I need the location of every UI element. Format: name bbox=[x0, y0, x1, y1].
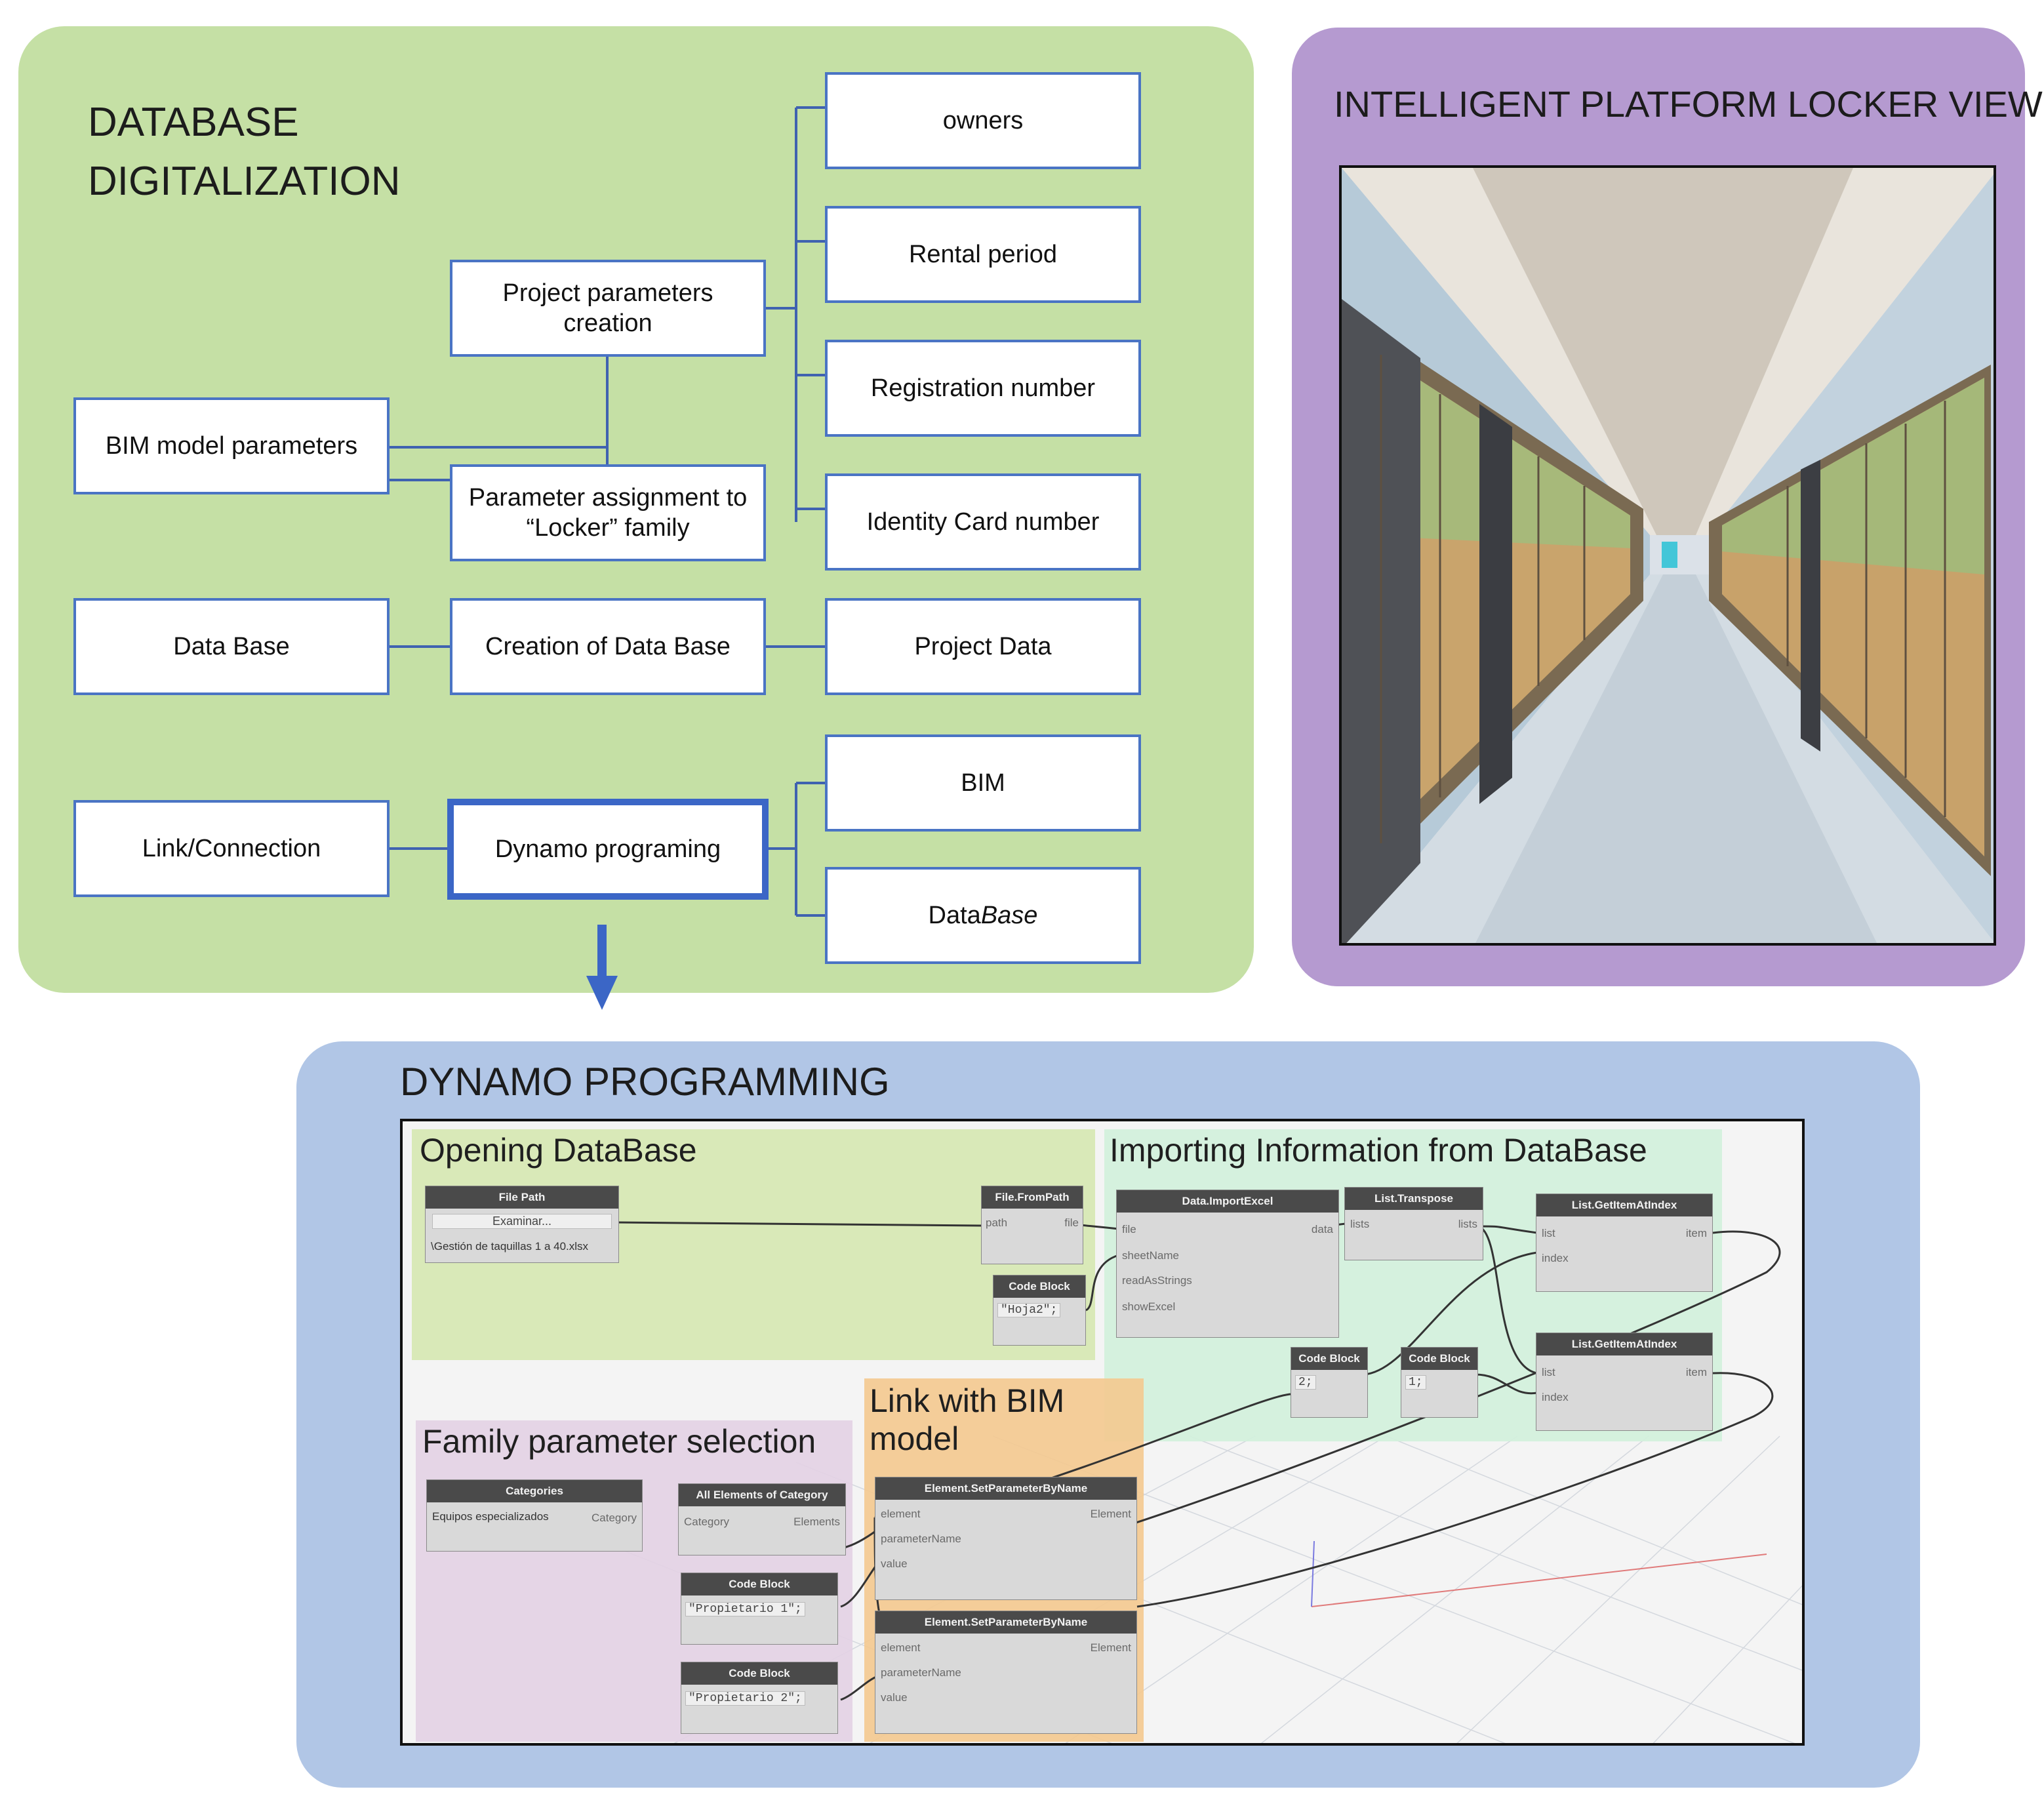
node-import-excel[interactable]: Data.ImportExcel file sheetName readAsSt… bbox=[1116, 1190, 1339, 1338]
project-data-box: Project Data bbox=[825, 598, 1141, 695]
port-data[interactable]: data bbox=[1311, 1223, 1333, 1235]
node-file-from-path-title: File.FromPath bbox=[982, 1186, 1083, 1209]
rental-period-box: Rental period bbox=[825, 206, 1141, 303]
owners-box: owners bbox=[825, 72, 1141, 169]
node-set-param-2[interactable]: Element.SetParameterByName element param… bbox=[875, 1611, 1137, 1734]
port-item-2[interactable]: item bbox=[1685, 1366, 1707, 1378]
port-parametername-1[interactable]: parameterName bbox=[881, 1533, 961, 1545]
bim-model-parameters-box: BIM model parameters bbox=[73, 397, 390, 494]
node-get-item-1-title: List.GetItemAtIndex bbox=[1536, 1194, 1712, 1216]
registration-number-box: Registration number bbox=[825, 340, 1141, 437]
group-importing-title: Importing Information from DataBase bbox=[1110, 1132, 1647, 1169]
port-lists-out[interactable]: lists bbox=[1458, 1218, 1477, 1230]
categories-value[interactable]: Equipos especializados bbox=[432, 1510, 549, 1523]
code-block-2-code[interactable]: 2; bbox=[1295, 1375, 1316, 1390]
code-block-5-code[interactable]: "Propietario 2"; bbox=[685, 1691, 805, 1706]
data-base-2-text: Data bbox=[928, 901, 981, 929]
corridor-render-image bbox=[1339, 165, 1996, 946]
port-value-2[interactable]: value bbox=[881, 1691, 908, 1704]
dynamo-programing-box: Dynamo programing bbox=[447, 799, 769, 900]
port-file-in[interactable]: file bbox=[1122, 1223, 1136, 1235]
node-get-item-2-title: List.GetItemAtIndex bbox=[1536, 1333, 1712, 1355]
dynamo-panel-title: DYNAMO PROGRAMMING bbox=[400, 1060, 890, 1104]
port-category-in[interactable]: Category bbox=[684, 1515, 729, 1528]
node-code-block-5-title: Code Block bbox=[681, 1662, 837, 1685]
creation-of-data-base-box: Creation of Data Base bbox=[450, 598, 766, 695]
port-sheetname[interactable]: sheetName bbox=[1122, 1249, 1179, 1262]
node-all-elements[interactable]: All Elements of Category Category Elemen… bbox=[678, 1483, 846, 1555]
node-code-block-1[interactable]: Code Block "Hoja2"; bbox=[993, 1275, 1086, 1346]
node-code-block-1-title: Code Block bbox=[993, 1275, 1085, 1298]
node-code-block-3[interactable]: Code Block 1; bbox=[1401, 1347, 1478, 1418]
node-file-from-path[interactable]: File.FromPath path file bbox=[981, 1186, 1083, 1264]
code-block-3-code[interactable]: 1; bbox=[1405, 1375, 1426, 1390]
node-file-path[interactable]: File Path Examinar... \Gestión de taquil… bbox=[425, 1186, 619, 1263]
port-element-2[interactable]: element bbox=[881, 1641, 921, 1654]
port-element-out-2[interactable]: Element bbox=[1090, 1641, 1131, 1654]
node-get-item-2[interactable]: List.GetItemAtIndex list index item bbox=[1536, 1333, 1713, 1431]
port-lists-in[interactable]: lists bbox=[1350, 1218, 1370, 1230]
data-base-box: Data Base bbox=[73, 598, 390, 695]
parameter-assignment-box: Parameter assignment to “Locker” family bbox=[450, 464, 766, 561]
group-link-bim-title: Link with BIM model bbox=[870, 1382, 1065, 1457]
node-code-block-4[interactable]: Code Block "Propietario 1"; bbox=[681, 1573, 838, 1645]
node-set-param-2-title: Element.SetParameterByName bbox=[875, 1611, 1136, 1634]
node-set-param-1[interactable]: Element.SetParameterByName element param… bbox=[875, 1477, 1137, 1600]
port-elements[interactable]: Elements bbox=[793, 1515, 840, 1528]
node-set-param-1-title: Element.SetParameterByName bbox=[875, 1477, 1136, 1500]
node-code-block-2[interactable]: Code Block 2; bbox=[1291, 1347, 1368, 1418]
node-code-block-3-title: Code Block bbox=[1401, 1348, 1477, 1370]
port-readasstrings[interactable]: readAsStrings bbox=[1122, 1274, 1192, 1287]
group-family-title: Family parameter selection bbox=[422, 1423, 816, 1460]
node-code-block-2-title: Code Block bbox=[1291, 1348, 1367, 1370]
port-item-1[interactable]: item bbox=[1685, 1227, 1707, 1239]
port-showexcel[interactable]: showExcel bbox=[1122, 1300, 1176, 1313]
dynamo-canvas[interactable]: Opening DataBase Importing Information f… bbox=[400, 1119, 1805, 1746]
project-parameters-box: Project parameters creation bbox=[450, 260, 766, 357]
code-block-1-code[interactable]: "Hoja2"; bbox=[997, 1303, 1061, 1317]
node-get-item-1[interactable]: List.GetItemAtIndex list index item bbox=[1536, 1194, 1713, 1292]
port-value-1[interactable]: value bbox=[881, 1557, 908, 1570]
bim-box: BIM bbox=[825, 734, 1141, 832]
identity-card-box: Identity Card number bbox=[825, 473, 1141, 571]
group-opening-title: Opening DataBase bbox=[420, 1132, 697, 1169]
port-file[interactable]: file bbox=[1064, 1216, 1079, 1229]
node-all-elements-title: All Elements of Category bbox=[679, 1484, 845, 1506]
node-list-transpose-title: List.Transpose bbox=[1345, 1188, 1483, 1210]
file-path-value: \Gestión de taquillas 1 a 40.xlsx bbox=[431, 1240, 589, 1253]
port-list-2[interactable]: list bbox=[1542, 1366, 1555, 1378]
node-import-excel-title: Data.ImportExcel bbox=[1117, 1190, 1338, 1213]
port-list-1[interactable]: list bbox=[1542, 1227, 1555, 1239]
node-code-block-4-title: Code Block bbox=[681, 1573, 837, 1595]
node-categories-title: Categories bbox=[427, 1480, 642, 1502]
data-base-2-box: Data Base bbox=[825, 867, 1141, 964]
port-element-1[interactable]: element bbox=[881, 1508, 921, 1520]
node-file-path-title: File Path bbox=[426, 1186, 618, 1209]
code-block-4-code[interactable]: "Propietario 1"; bbox=[685, 1602, 805, 1616]
data-base-2-italic: Base bbox=[980, 901, 1038, 929]
port-element-out-1[interactable]: Element bbox=[1090, 1508, 1131, 1520]
node-list-transpose[interactable]: List.Transpose lists lists bbox=[1344, 1187, 1483, 1260]
node-code-block-5[interactable]: Code Block "Propietario 2"; bbox=[681, 1662, 838, 1734]
port-index-1[interactable]: index bbox=[1542, 1252, 1569, 1264]
database-panel-title: DATABASE DIGITALIZATION bbox=[88, 100, 401, 204]
port-path[interactable]: path bbox=[986, 1216, 1008, 1229]
locker-panel-title: INTELLIGENT PLATFORM LOCKER VIEW bbox=[1334, 83, 2043, 125]
corridor-illustration bbox=[1342, 168, 1994, 943]
port-index-2[interactable]: index bbox=[1542, 1391, 1569, 1403]
node-categories[interactable]: Categories Equipos especializados Catego… bbox=[426, 1479, 643, 1552]
link-connection-box: Link/Connection bbox=[73, 800, 390, 897]
port-parametername-2[interactable]: parameterName bbox=[881, 1666, 961, 1679]
browse-button[interactable]: Examinar... bbox=[432, 1214, 612, 1229]
port-category-out[interactable]: Category bbox=[591, 1512, 637, 1524]
